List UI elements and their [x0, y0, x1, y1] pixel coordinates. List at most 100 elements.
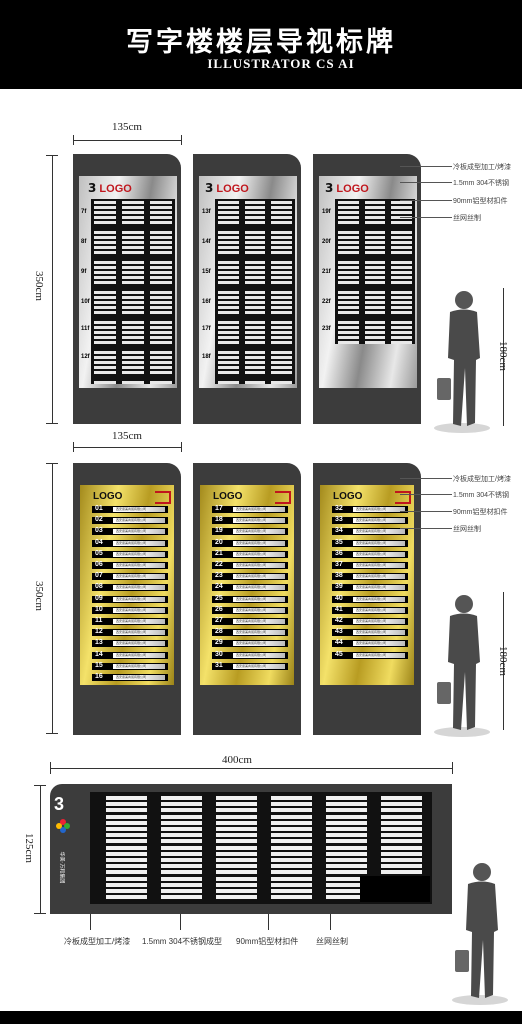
directory-entry [338, 261, 359, 264]
company-bar: 西安康美商贸有限公司 [353, 518, 405, 524]
company-name: 西安康美商贸有限公司 [116, 574, 147, 579]
company-bar: 西安康美商贸有限公司 [233, 630, 285, 636]
directory-entry [338, 296, 359, 299]
directory-entry [271, 271, 292, 274]
directory-entry [150, 271, 172, 274]
suite-number: 06 [95, 561, 103, 568]
directory-entry [381, 820, 422, 825]
company-name: 西安康美商贸有限公司 [116, 663, 147, 668]
directory-entry [271, 236, 292, 239]
suite-number: 37 [335, 561, 343, 568]
suite-number: 20 [215, 538, 223, 546]
directory-entry [122, 311, 144, 314]
suite-number: 19 [215, 527, 223, 535]
directory-entry [150, 326, 172, 329]
directory-entry [94, 261, 116, 264]
directory-entry [381, 833, 422, 838]
directory-entry [94, 351, 116, 354]
material-note: 冷板成型加工/烤漆 [453, 164, 511, 171]
logo-3-mark-icon [275, 491, 291, 504]
directory-entry [326, 845, 367, 850]
suite-number: 13 [95, 639, 103, 647]
directory-entry [338, 271, 359, 274]
suite-number: 45 [335, 650, 343, 658]
directory-entry [271, 251, 292, 254]
suite-number: 25 [215, 594, 223, 602]
suite-number: 33 [335, 516, 343, 524]
company-name: 西安康美商贸有限公司 [116, 518, 147, 523]
suite-number: 21 [215, 549, 223, 557]
company-name: 西安康美商贸有限公司 [236, 585, 267, 590]
directory-entry [271, 221, 292, 224]
leader-line [330, 914, 331, 930]
sign-logo: 3 LOGO [205, 181, 249, 195]
suite-number: 14 [95, 650, 103, 658]
directory-entry [218, 331, 239, 334]
directory-entry [338, 336, 359, 339]
sign-logo: 3 LOGO [88, 181, 132, 195]
company-bar: 西安康美商贸有限公司 [113, 585, 165, 591]
directory-row: 25 西安康美商贸有限公司 [212, 594, 288, 603]
floor-label: 15f [202, 269, 211, 275]
directory-entry [271, 261, 292, 264]
company-name: 西安康美商贸有限公司 [116, 641, 147, 646]
directory-entry [161, 889, 202, 893]
directory-entry [94, 211, 116, 214]
header-banner: 写字楼楼层导视标牌 ILLUSTRATOR CS AI [0, 0, 522, 89]
directory-entry [364, 326, 386, 329]
directory-entry [150, 281, 172, 284]
directory-entry [326, 802, 367, 807]
directory-entry [381, 845, 422, 850]
company-bar: 西安康美商贸有限公司 [113, 507, 165, 512]
directory-entry [338, 221, 359, 224]
material-note: 90mm铝型材扣件 [453, 509, 508, 516]
directory-entry [244, 371, 266, 374]
company-name: 西安康美商贸有限公司 [116, 652, 147, 657]
directory-entry [106, 833, 147, 838]
directory-entry [338, 291, 359, 294]
directory-entry [271, 876, 312, 881]
company-bar: 西安康美商贸有限公司 [353, 619, 405, 624]
dim-tick [34, 913, 46, 914]
leader-line [268, 914, 269, 930]
directory-entry [150, 261, 172, 264]
directory-entry [244, 301, 266, 304]
directory-entry [122, 331, 144, 334]
directory-entry [364, 296, 386, 299]
directory-block [335, 199, 415, 344]
directory-entry [150, 231, 172, 234]
directory-entry [271, 246, 292, 249]
directory-entry [122, 236, 144, 239]
directory-entry [94, 291, 116, 294]
suite-number: 08 [95, 583, 103, 591]
directory-entry [364, 246, 386, 249]
directory-entry [271, 882, 312, 887]
company-bar: 西安康美商贸有限公司 [233, 574, 285, 580]
directory-entry [244, 211, 266, 214]
directory-entry [271, 211, 292, 214]
directory-entry [94, 361, 116, 364]
directory-entry [216, 845, 257, 850]
company-name: 西安康美商贸有限公司 [236, 563, 267, 567]
directory-entry [244, 296, 266, 299]
floor-label: 11f [81, 326, 90, 332]
directory-entry [381, 802, 422, 807]
person-silhouette [434, 595, 490, 737]
suite-number: 39 [335, 583, 343, 591]
directory-entry [381, 870, 422, 875]
directory-entry [161, 802, 202, 807]
directory-entry [150, 381, 172, 384]
directory-entry [338, 276, 359, 279]
directory-entry [244, 336, 266, 339]
directory-entry [271, 306, 292, 309]
company-name: 西安康美商贸有限公司 [236, 596, 267, 601]
company-name: 西安康美商贸有限公司 [236, 507, 267, 511]
company-name: 西安康美商贸有限公司 [356, 540, 387, 545]
company-name: 西安康美商贸有限公司 [236, 663, 267, 668]
directory-entry [150, 236, 172, 239]
directory-entry [216, 796, 257, 800]
